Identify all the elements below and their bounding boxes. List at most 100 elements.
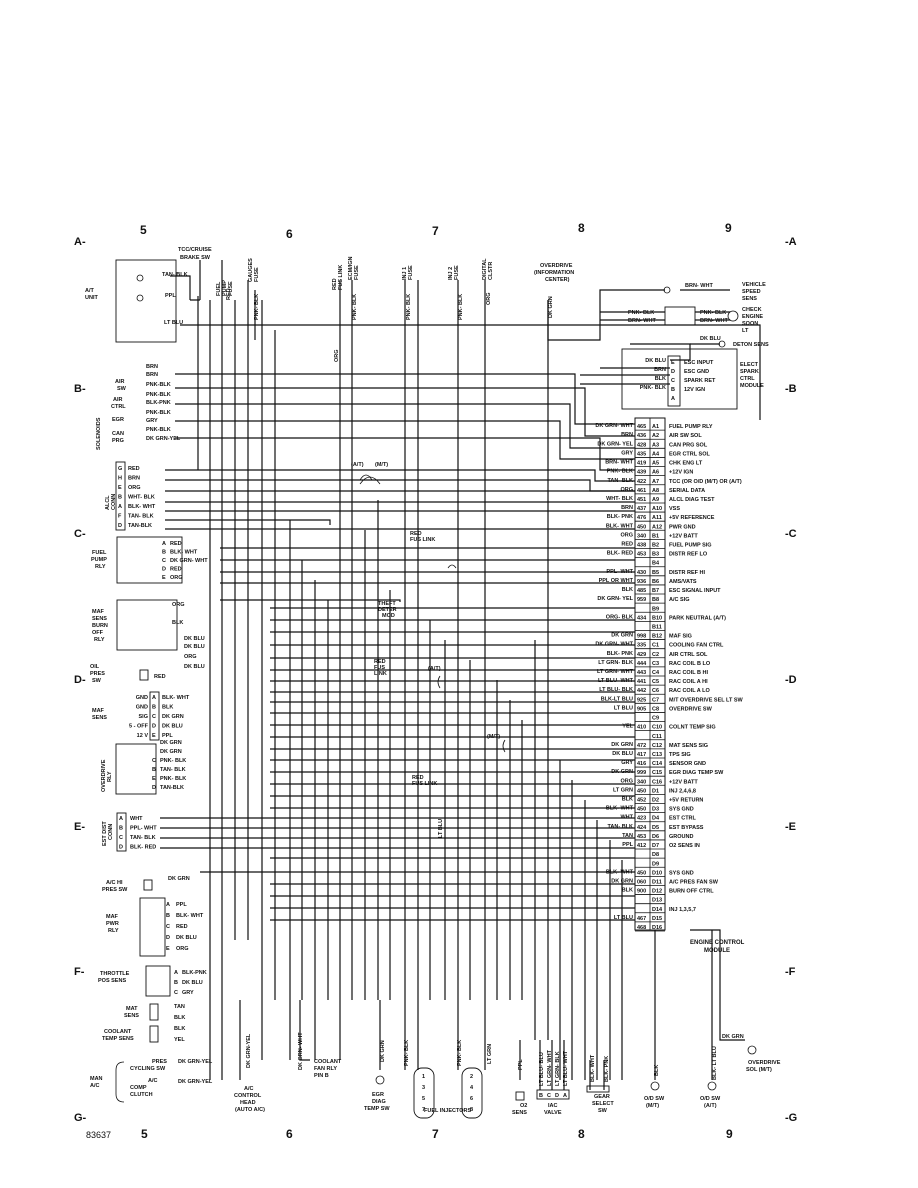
ecm-pin-function: MAT SENS SIG — [669, 743, 708, 749]
ecm-pin-circuit: 417 — [637, 752, 646, 758]
ecm-pin-wire: LT GRN — [613, 787, 633, 793]
ecm-pin-id: D7 — [652, 843, 659, 849]
inj1-fuse-label: INJ 1 FUSE — [402, 265, 414, 280]
maf-burn-label-1: MAF — [92, 609, 105, 615]
maf-pin-label: GND — [136, 705, 148, 711]
maf-pwr-pin-id: B — [166, 913, 170, 919]
svg-text:FUSE: FUSE — [454, 265, 460, 280]
ecm-pin-function: SYS GND — [669, 870, 694, 876]
maf-pwr-pin-id: C — [166, 924, 170, 930]
wire-label-org-2: ORG — [486, 292, 492, 305]
maf-sens-connector — [149, 691, 160, 741]
note-red-fus-1a: RED — [410, 531, 422, 537]
ecm-pin-function: OVERDRIVE SW — [669, 706, 713, 712]
ecm-pin-function: AMS/VATS — [669, 579, 697, 585]
svg-text:RED: RED — [226, 288, 232, 300]
ecm-pin-function: TPS SIG — [669, 752, 691, 758]
ecm-pin-wire: DK BLU — [612, 751, 633, 757]
svg-text:DK GRN: DK GRN — [548, 296, 554, 318]
fp-pin-wire: RED — [170, 567, 182, 573]
at-unit-box — [115, 259, 177, 343]
oil-wire-label: RED — [154, 674, 166, 680]
ecm-pin-wire: WHT- BLK — [606, 496, 633, 502]
ecm-pin-id: D6 — [652, 834, 659, 840]
svg-text:CONN: CONN — [108, 824, 114, 840]
ecm-pin-circuit: 423 — [637, 816, 646, 822]
iac-wire-label: LT BLU- BLU — [539, 1052, 545, 1086]
svg-text:PUMP: PUMP — [222, 280, 228, 296]
iac-wire-label: LT GRN- BLK — [555, 1051, 561, 1086]
ecm-pin-id: A7 — [652, 479, 659, 485]
ecm-pin-circuit: 476 — [637, 515, 646, 521]
wire-label-pnk-blk-4: PNK- BLK — [458, 294, 464, 320]
o2-label-1: O2 — [520, 1103, 527, 1109]
svg-text:DK GRN-YEL: DK GRN-YEL — [246, 1033, 252, 1068]
maf-pin-label: 5 - OFF — [129, 724, 149, 730]
ecm-pin-function: AIR CTRL SOL — [669, 652, 708, 658]
ecm-pin-wire: TAN- BLK — [607, 478, 633, 484]
ac-wire-1: DK GRN-YEL — [178, 1059, 213, 1065]
check-wire-2: BRN- WHT — [628, 318, 656, 324]
est-pin-wire: TAN- BLK — [130, 835, 156, 841]
ac-wire-2: DK GRN-YEL — [178, 1079, 213, 1085]
ecm-pin-id: C11 — [652, 734, 662, 740]
maf-pwr-relay-box — [139, 897, 166, 957]
ac-hi-label-2: PRES SW — [102, 887, 128, 893]
ecm-pin-circuit: 443 — [637, 670, 646, 676]
injector-number: 4 — [470, 1085, 474, 1091]
maf-pwr-pin-wire: DK BLU — [176, 935, 197, 941]
ecm-pin-circuit: 999 — [637, 770, 646, 776]
check-engine-label-3: SOON — [742, 321, 758, 327]
iac-wire-text: LT BLU- BLU — [539, 1052, 545, 1086]
coolant-temp-connector — [149, 1025, 159, 1043]
oil-pres-label-3: SW — [92, 678, 102, 684]
coolant-fan-label-1: COOLANT — [314, 1059, 342, 1065]
ecm-pin-circuit: 468 — [637, 925, 646, 931]
gauges-fuse-label: GAUGES FUSE — [248, 258, 260, 282]
at-wire-1: TAN- BLK — [162, 272, 188, 278]
ecm-pin-circuit: 450 — [637, 870, 646, 876]
ecm-pin-id: A3 — [652, 442, 659, 448]
at-unit-label-2: UNIT — [85, 295, 98, 301]
alcl-pin-id: G — [118, 466, 122, 472]
svg-text:DK GRN- WHT: DK GRN- WHT — [298, 1032, 304, 1070]
ecm-pin-circuit: 416 — [637, 761, 646, 767]
overdrive-relay-box — [115, 743, 157, 795]
col-label-5-top: 5 — [140, 223, 147, 237]
fp-pin-wire: RED — [170, 541, 182, 547]
wire-label-dk-grn: DK GRN — [548, 296, 554, 318]
maf-pwr-label-2: PWR — [106, 921, 119, 927]
solenoid-wire-label: GRY — [146, 418, 158, 424]
od-pin-wire: TAN- BLK — [160, 767, 186, 773]
ecm-pin-id: D9 — [652, 861, 659, 867]
ecm-pin-function: RAC COIL B LO — [669, 661, 711, 667]
maf-pin-wire: BLK — [162, 705, 173, 711]
overdrive-info-1: OVERDRIVE — [540, 263, 573, 269]
svg-text:OVERDRIVE: OVERDRIVE — [101, 759, 107, 792]
ecm-ign-fuse-label: ECM/IGN FUSE — [348, 256, 360, 280]
ac-ctrl-label-4: (AUTO A/C) — [235, 1107, 265, 1113]
ecm-pin-id: C2 — [652, 652, 659, 658]
ecm-pin-circuit: 461 — [637, 488, 646, 494]
maf-pwr-pin-id: E — [166, 946, 170, 952]
svg-text:BLK- PNK: BLK- PNK — [604, 1056, 610, 1082]
ecm-pin-id: B9 — [652, 606, 659, 612]
can-prg-label-1: CAN — [112, 431, 124, 437]
col-label-8-top: 8 — [578, 221, 585, 235]
ecm-pin-id: B4 — [652, 561, 660, 567]
od-pin-id: B — [152, 767, 156, 773]
ecm-pin-function: DISTR REF HI — [669, 570, 706, 576]
ecm-pin-function: COLNT TEMP SIG — [669, 725, 716, 731]
est-pin-wire: WHT — [130, 816, 143, 822]
est-pin-wire: BLK- RED — [130, 845, 156, 851]
esc-pin-id: B — [671, 387, 675, 393]
ac-hi-label-1: A/C HI — [106, 880, 123, 886]
iac-wire-label: LT GRN- WHT — [547, 1049, 553, 1086]
wire-label-pnk-blk-2: PNK- BLK — [352, 294, 358, 320]
ecm-pin-id: C8 — [652, 706, 659, 712]
col-label-5-bottom: 5 — [141, 1127, 148, 1141]
overdrive-info-2: (INFORMATION — [534, 270, 574, 276]
